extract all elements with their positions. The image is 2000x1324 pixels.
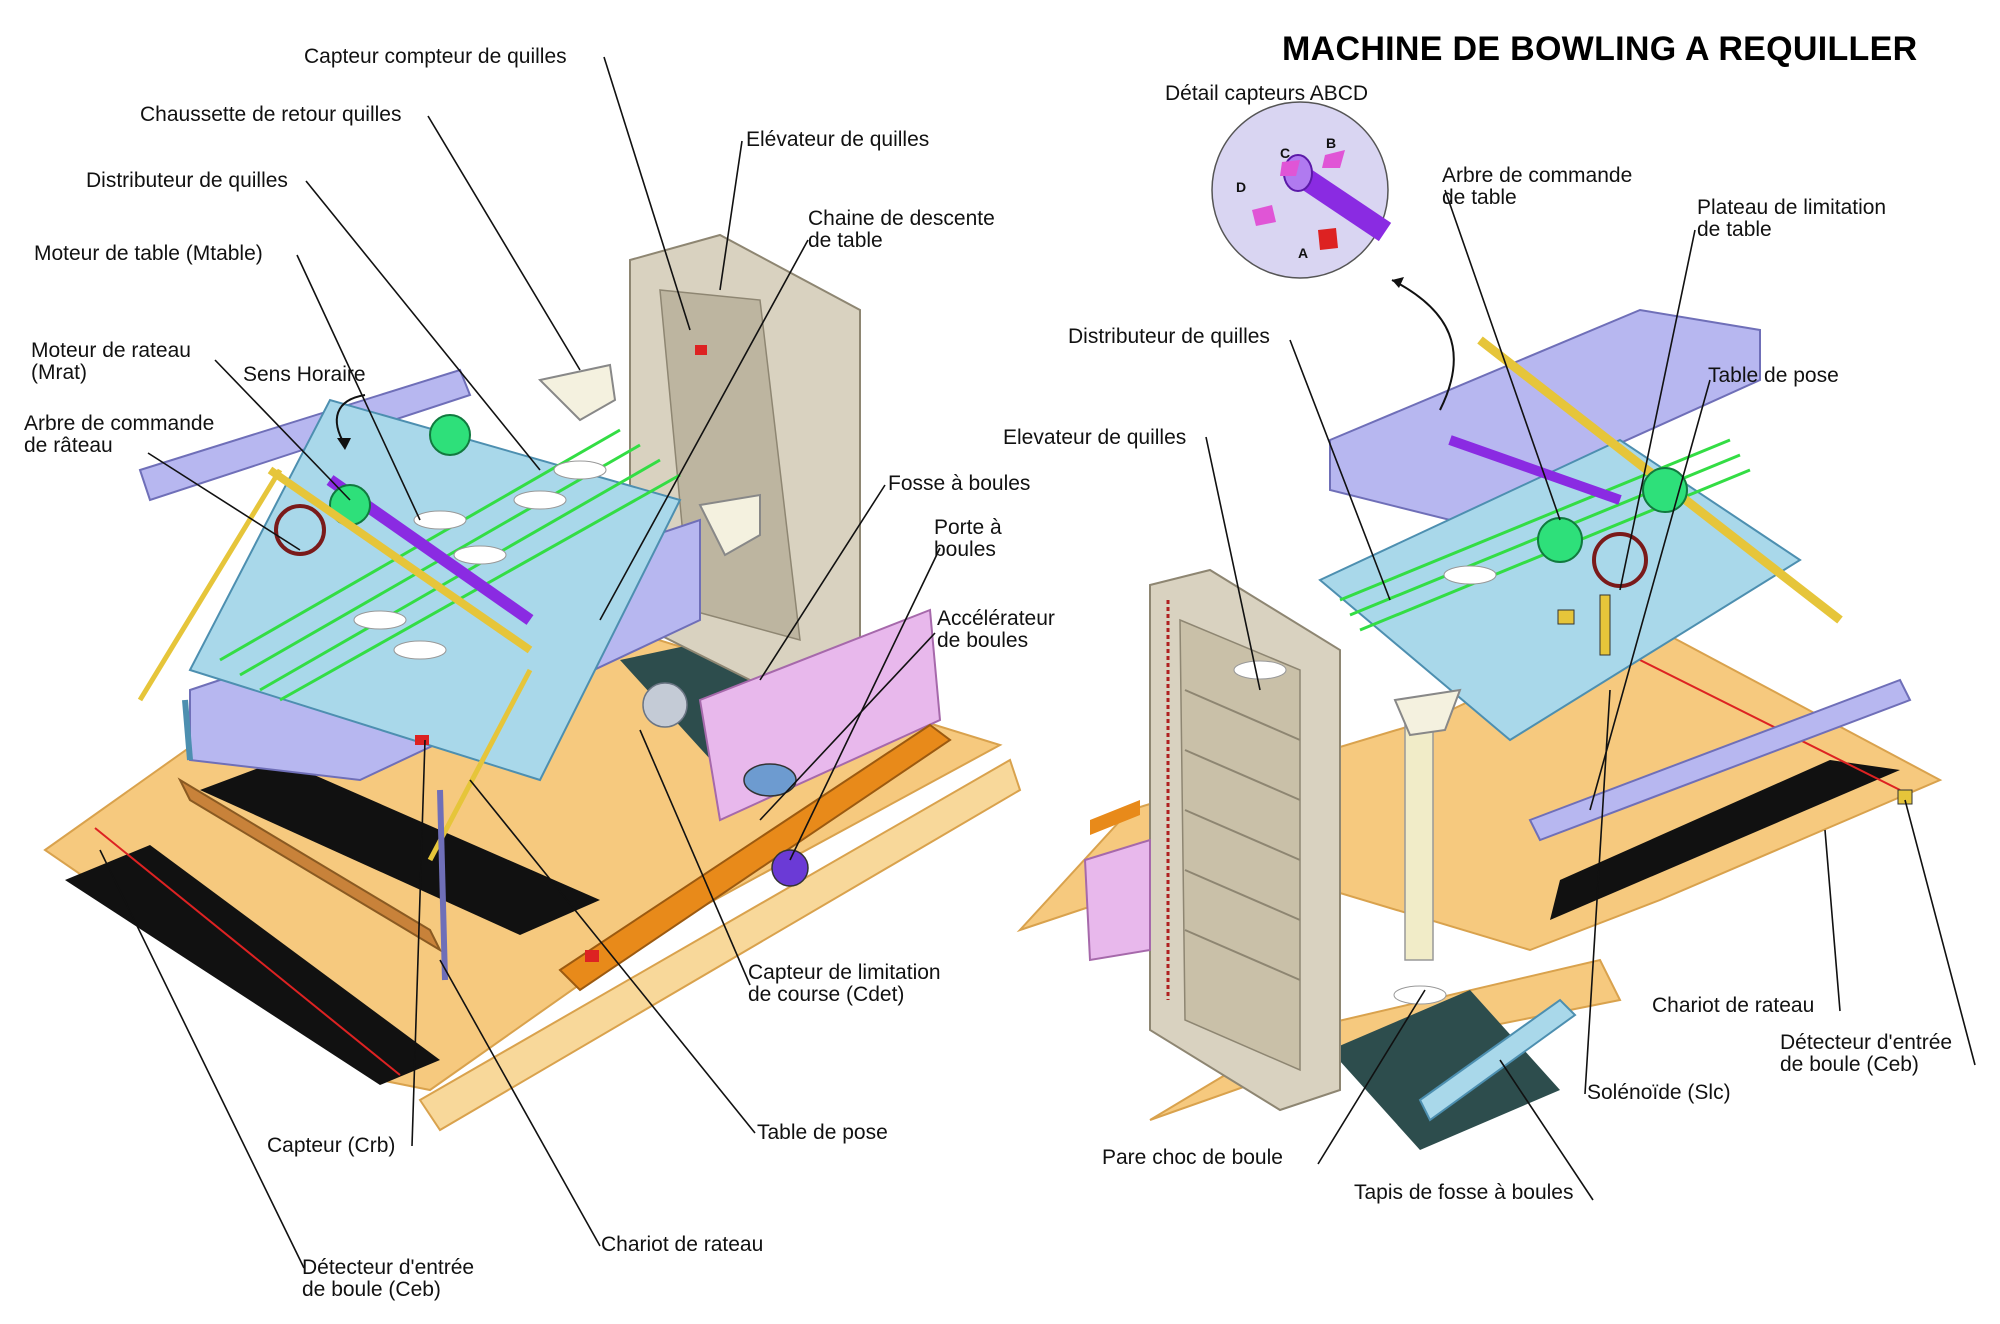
left-lower-beam bbox=[177, 777, 443, 953]
left-leg-2 bbox=[182, 699, 193, 761]
left-gutter bbox=[65, 845, 440, 1085]
left-sensor-red-3 bbox=[585, 950, 599, 962]
label-sens-horaire: Sens Horaire bbox=[243, 363, 366, 386]
right-motor bbox=[1537, 517, 1583, 563]
left-ball-accelerator bbox=[558, 723, 952, 992]
label-table-pose-right: Table de pose bbox=[1708, 364, 1839, 387]
left-rail-yellow-2 bbox=[137, 468, 283, 702]
label-solenoide: Solénoïde (Slc) bbox=[1587, 1081, 1731, 1104]
right-pin-deflector bbox=[1393, 688, 1462, 737]
right-rake-carriage bbox=[1528, 678, 1912, 842]
right-top-frame bbox=[1329, 308, 1761, 522]
right-orange-beam bbox=[1090, 800, 1140, 835]
left-rail-yellow-3 bbox=[427, 668, 533, 862]
label-detecteur-entree-boule-right: Détecteur d'entrée de boule (Ceb) bbox=[1780, 1031, 1953, 1076]
detail-letter-a: A bbox=[1298, 245, 1308, 261]
label-arbre-commande-table: Arbre de commande de table bbox=[1442, 164, 1633, 209]
rotation-arrow-head bbox=[337, 438, 351, 450]
detail-letter-b: B bbox=[1326, 135, 1336, 151]
label-accelerateur-boules: Accélérateur de boules bbox=[937, 607, 1055, 652]
label-chaussette-retour-quilles: Chaussette de retour quilles bbox=[140, 103, 402, 126]
label-table-pose-left: Table de pose bbox=[757, 1121, 888, 1144]
left-return-sock-2 bbox=[698, 493, 761, 557]
left-purple-ball bbox=[771, 849, 809, 887]
left-return-sock bbox=[537, 363, 617, 422]
right-sensor-beam bbox=[1639, 659, 1901, 791]
right-sensor-yellow-1 bbox=[1557, 609, 1575, 625]
label-moteur-table: Moteur de table (Mtable) bbox=[34, 242, 263, 265]
right-sensor-yellow-2 bbox=[1897, 789, 1913, 805]
right-gutter bbox=[1550, 760, 1900, 920]
label-arbre-commande-rateau: Arbre de commande de râteau bbox=[24, 412, 215, 457]
detail-sensors-abcd: A B C D bbox=[1211, 101, 1455, 411]
detail-caption: Détail capteurs ABCD bbox=[1165, 82, 1369, 105]
right-bumper-column bbox=[1404, 719, 1434, 961]
right-elevator-panel bbox=[1179, 618, 1301, 1072]
left-machine-view bbox=[43, 233, 1022, 1132]
label-capteur-crb: Capteur (Crb) bbox=[267, 1134, 396, 1157]
right-pit-floor bbox=[1330, 990, 1560, 1150]
detail-arrow-head bbox=[1392, 277, 1404, 288]
label-chariot-rateau-left: Chariot de rateau bbox=[601, 1233, 764, 1256]
label-elevateur-quilles-right: Elevateur de quilles bbox=[1003, 426, 1187, 449]
label-chaine-descente-table: Chaine de descente de table bbox=[808, 207, 995, 252]
right-command-shaft bbox=[1448, 435, 1622, 505]
left-gear bbox=[274, 504, 326, 556]
right-pin-table bbox=[1318, 438, 1802, 742]
label-moteur-rateau: Moteur de rateau (Mrat) bbox=[31, 339, 191, 384]
label-distributeur-quilles-left: Distributeur de quilles bbox=[86, 169, 288, 192]
left-pins bbox=[353, 460, 607, 660]
left-sensor-beam bbox=[94, 827, 401, 1076]
right-machine-view bbox=[1016, 308, 1943, 1150]
left-sensor-red-1 bbox=[695, 345, 707, 355]
label-chariot-rateau-right: Chariot de rateau bbox=[1652, 994, 1815, 1017]
label-capteur-limitation-course: Capteur de limitation de course (Cdet) bbox=[748, 961, 941, 1006]
detail-letter-c: C bbox=[1280, 145, 1290, 161]
detail-shaft bbox=[1293, 165, 1392, 242]
detail-sensor-c bbox=[1280, 160, 1300, 176]
leader-lines bbox=[99, 56, 1976, 1269]
left-ball-door-hole bbox=[743, 763, 797, 797]
right-pins bbox=[1233, 565, 1497, 1005]
left-bowling-ball bbox=[642, 682, 688, 728]
left-rail-yellow-1 bbox=[267, 466, 533, 654]
detail-sensor-a bbox=[1318, 228, 1338, 250]
right-pink-panel bbox=[1083, 838, 1151, 962]
label-fosse-boules: Fosse à boules bbox=[888, 472, 1031, 495]
right-gear bbox=[1592, 532, 1648, 588]
label-capteur-compteur-quilles: Capteur compteur de quilles bbox=[304, 45, 567, 68]
right-motor-2 bbox=[1642, 467, 1688, 513]
label-pare-choc-boule: Pare choc de boule bbox=[1102, 1146, 1283, 1169]
label-detecteur-entree-boule-left: Détecteur d'entrée de boule (Ceb) bbox=[302, 1256, 475, 1301]
label-distributeur-quilles-right: Distributeur de quilles bbox=[1068, 325, 1270, 348]
left-gutter-2 bbox=[200, 760, 600, 935]
detail-sensor-d bbox=[1252, 205, 1276, 226]
page-title: MACHINE DE BOWLING A REQUILLER bbox=[1282, 30, 1918, 68]
label-tapis-fosse-boules: Tapis de fosse à boules bbox=[1354, 1181, 1574, 1204]
label-plateau-limitation-table: Plateau de limitation de table bbox=[1697, 196, 1887, 241]
label-porte-boules: Porte à boules bbox=[934, 516, 1002, 561]
left-lane-floor-strip bbox=[418, 758, 1022, 1132]
detail-arrow bbox=[1391, 279, 1455, 411]
left-top-beam bbox=[138, 368, 472, 502]
left-motor-rake bbox=[429, 414, 471, 456]
left-sensor-red-2 bbox=[415, 735, 429, 745]
right-ball-pit-carpet bbox=[1418, 998, 1577, 1122]
right-elevator-slats bbox=[1184, 689, 1301, 981]
detail-sensor-b bbox=[1322, 150, 1345, 168]
right-solenoid bbox=[1599, 594, 1611, 656]
label-elevateur-quilles-left: Elévateur de quilles bbox=[746, 128, 930, 151]
detail-letter-d: D bbox=[1236, 179, 1246, 195]
left-leg-1 bbox=[437, 789, 448, 981]
